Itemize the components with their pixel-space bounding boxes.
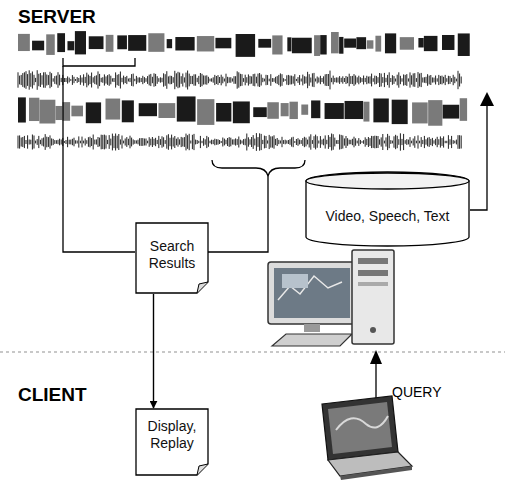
video-frame [233,101,250,123]
video-frame [197,99,214,125]
video-frame [18,34,30,51]
video-frame [272,35,282,54]
video-frame [442,35,454,50]
video-frame [373,98,388,122]
video-frame [86,102,101,123]
document-outline [136,223,208,293]
video-frame [356,37,366,49]
document-box: Display, Replay [135,408,209,476]
video-frame [106,99,121,120]
result-line [63,66,135,252]
query-arrow [375,362,376,400]
video-frame [301,104,308,114]
video-frame [177,96,196,121]
video-frame [314,35,320,56]
video-frame [424,36,438,51]
video-frame [392,100,408,124]
video-frame [292,38,312,54]
media-strips [18,31,470,151]
video-frame [122,100,134,122]
video-frame [128,35,146,51]
page-fold [197,282,208,293]
section-label: CLIENT [18,384,87,406]
section-label: SERVER [18,6,96,28]
cylinder-outline [306,172,469,246]
video-frame [287,37,291,51]
video-frame [267,102,279,119]
video-frame [39,100,55,124]
video-frame [412,102,428,123]
video-frame [148,33,164,52]
video-frame [57,33,65,52]
video-frame [443,105,460,119]
video-frame [385,33,396,53]
arrow-head [480,92,494,106]
video-frame [167,39,172,48]
video-frame [46,34,55,55]
video-frame [29,98,39,121]
video-frame [311,100,320,118]
video-frame [71,106,83,117]
video-frame [197,36,214,51]
video-frame [32,41,44,51]
video-frame [117,35,127,49]
video-frame [418,38,423,47]
video-frame [215,38,231,48]
video-frame [325,103,344,119]
video-frame [67,41,74,50]
video-frame [428,100,442,126]
video-frame [458,33,470,56]
video-frame [55,106,62,120]
node-text: Video, Speech, Text [325,208,449,225]
video-frame [344,39,356,48]
segment-bracket [63,58,135,66]
video-frame [320,35,326,54]
document-box: Search Results [135,222,209,294]
node-text: Display, Replay [141,418,203,452]
video-frame [75,31,86,54]
video-frame [106,35,114,52]
video-frame [175,37,194,50]
flow-arrow [153,294,154,408]
video-frame [289,102,297,119]
arrow-head [370,350,382,364]
audio-waveform [18,133,461,151]
video-frame [139,103,157,116]
video-frame [253,107,267,117]
video-frame [345,101,364,119]
document-outline [136,409,208,475]
arrow-label: QUERY [392,384,442,400]
page-fold [197,464,208,475]
video-frame [236,34,255,57]
result-line [207,176,268,252]
node-text: Search Results [141,238,203,272]
segment-brace [212,160,305,176]
video-frame [460,98,467,121]
video-frame [216,103,231,122]
video-frame [18,97,26,122]
separator-line [0,351,505,353]
video-frame [339,37,343,54]
video-frame [331,32,339,53]
video-frame [258,39,271,48]
video-frame [363,102,369,122]
video-frame [89,36,104,49]
video-frame [400,37,414,50]
cylinder-top [306,173,469,189]
server-computer [268,250,394,346]
video-frame [158,103,175,118]
video-frame [281,103,289,116]
index-arrow [470,104,487,210]
video-frame [367,40,374,48]
video-frame [375,36,381,52]
audio-waveform [18,70,461,90]
database-cylinder: Video, Speech, Text [305,172,470,246]
client-laptop [322,396,412,480]
